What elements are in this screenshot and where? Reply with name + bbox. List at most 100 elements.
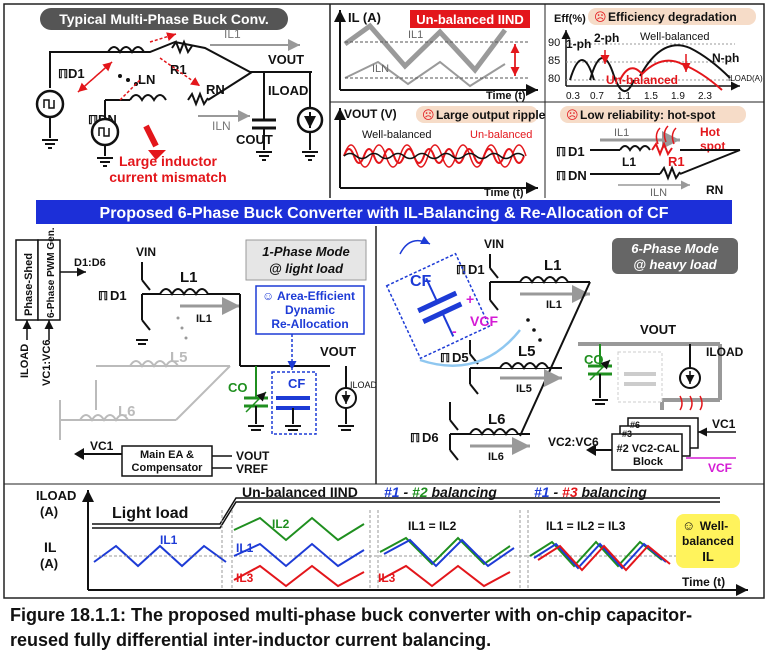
- panel-efficiency: Eff(%) ☹ Efficiency degradation 90 85 80…: [548, 8, 763, 102]
- b-eq12: IL1 = IL2: [408, 519, 457, 533]
- mode6-line2: @ heavy load: [633, 257, 718, 272]
- eff-axis-label: Eff(%): [554, 13, 586, 25]
- warning-arrow-icon: [143, 124, 159, 148]
- ea-vout-label: VOUT: [236, 449, 270, 463]
- r1-label: R1: [170, 62, 187, 77]
- b-iload-unit: (A): [40, 504, 58, 519]
- ml-l5-label: L5: [170, 349, 188, 366]
- ml-d1-label: D1: [110, 288, 127, 303]
- mr-d1-label: D1: [468, 262, 485, 277]
- xtick-1: 0.7: [590, 91, 604, 102]
- il-axis-label: IL (A): [348, 10, 381, 25]
- ytick-80: 80: [548, 73, 560, 85]
- ripple-sad-icon: ☹: [422, 108, 435, 122]
- top-iln-label: ILN: [372, 63, 389, 75]
- b-il3: IL3: [236, 571, 254, 585]
- nph-label: N-ph: [712, 51, 739, 65]
- cout-label: COUT: [236, 132, 273, 147]
- ml-l6-label: L6: [118, 403, 136, 420]
- well-balanced-badge: [676, 514, 740, 568]
- hotspot-badge-text: Low reliability: hot-spot: [580, 108, 715, 122]
- panel-1phase-mode: Phase-Shed 6-Phase PWM Gen. D1:D6 ILOAD …: [15, 227, 378, 477]
- b-unbalanced-label: Un-balanced IIND: [242, 484, 358, 500]
- hotspot-sad-icon: ☹: [566, 108, 579, 122]
- ea-line1: Main EA &: [140, 449, 194, 461]
- mr-il1-label: IL1: [546, 299, 562, 311]
- panel-il-unbalanced: IL (A) Un-balanced IIND IL1 ILN Time (t): [334, 10, 538, 102]
- ytick-85: 85: [548, 55, 560, 67]
- b-il1-b: IL1: [236, 541, 254, 555]
- figure-caption: Figure 18.1.1: The proposed multi-phase …: [10, 603, 762, 653]
- mr-vout-label: VOUT: [640, 322, 676, 337]
- ml-iload-label: ILOAD: [350, 380, 378, 390]
- hs-r1-label: R1: [668, 154, 685, 169]
- panel-hotspot: ☹ Low reliability: hot-spot IL1 ILN ℿ D1…: [556, 106, 746, 199]
- phase-shed-label: Phase-Shed: [23, 253, 35, 316]
- title-badge: [40, 8, 288, 30]
- cf-dashed-box: [271, 371, 317, 435]
- ml-vc1-label: VC1: [90, 439, 114, 453]
- mr-d5-label: D5: [452, 350, 469, 365]
- banner-text: Proposed 6-Phase Buck Converter with IL-…: [100, 205, 669, 222]
- mr-il6-label: IL6: [488, 451, 504, 463]
- mr-vc1-label: VC1: [712, 417, 736, 431]
- vout-well-label: Well-balanced: [362, 129, 432, 141]
- eff-x-axis: ILOAD(A): [728, 74, 763, 83]
- mr-vcf-in-label: VCF: [708, 461, 732, 475]
- svg-text:ℿ: ℿ: [440, 351, 450, 365]
- svg-text:-: -: [452, 323, 457, 339]
- outer-frame: [3, 3, 765, 599]
- svg-text:ℿ: ℿ: [556, 145, 566, 159]
- svg-text:ℿ: ℿ: [410, 431, 420, 445]
- mr-l5-label: L5: [518, 343, 536, 360]
- eff-badge-text: Efficiency degradation: [608, 10, 737, 24]
- hs-iln-label: ILN: [650, 187, 667, 199]
- d1-source-icon: [35, 89, 65, 119]
- ea-line2: Compensator: [132, 462, 204, 474]
- warn-line1: Large inductor: [119, 153, 218, 169]
- mr-co-label: CO: [584, 352, 604, 367]
- xtick-2: 1.1: [617, 91, 631, 102]
- ml-l1-label: L1: [180, 269, 198, 286]
- mr-iload-label: ILOAD: [706, 345, 744, 359]
- il1-label: IL1: [224, 27, 241, 41]
- mode1-line2: @ light load: [269, 261, 344, 276]
- light-load-label: Light load: [112, 505, 188, 522]
- vout-unbal-label: Un-balanced: [470, 129, 532, 141]
- eff-badge: [588, 8, 756, 25]
- mr-d6-label: D6: [422, 430, 439, 445]
- ml-cf-label: CF: [288, 376, 305, 391]
- top-il1-label: IL1: [408, 29, 423, 41]
- hs-l1-label: L1: [622, 155, 636, 169]
- d1d6-label: D1:D6: [74, 257, 106, 269]
- ripple-badge-text: Large output ripple: [436, 108, 546, 122]
- b-time-label: Time (t): [682, 575, 725, 589]
- xtick-4: 1.9: [671, 91, 685, 102]
- eff-well-label: Well-balanced: [640, 31, 710, 43]
- b-il3-b: IL3: [378, 571, 396, 585]
- ml-vin-label: VIN: [136, 245, 156, 259]
- hs-rn-label: RN: [706, 183, 723, 197]
- vc1vc6-label: VC1:VC6: [41, 340, 53, 386]
- area-line3: Re-Allocation: [271, 317, 348, 331]
- svg-text:ℿ: ℿ: [456, 263, 466, 277]
- cal-line1: #2 VC2-CAL: [617, 443, 680, 455]
- vout-time-label: Time (t): [484, 187, 524, 199]
- well-line3: IL: [702, 549, 714, 564]
- cal-block: [611, 433, 683, 471]
- panel-balancing-waveforms: ILOAD (A) Light load Un-balanced IIND #1…: [36, 484, 748, 596]
- well-line1: Well-: [700, 519, 728, 533]
- iln-label: ILN: [212, 119, 231, 133]
- unbalanced-badge: [410, 10, 530, 28]
- well-line2: balanced: [682, 534, 734, 548]
- b-il-axis: IL: [44, 539, 57, 555]
- typical-title: Typical Multi-Phase Buck Conv.: [59, 11, 269, 27]
- mr-cf-label: CF: [410, 273, 432, 290]
- area-line2: Dynamic: [285, 303, 335, 317]
- mr-vcf-label: VCF: [470, 313, 498, 329]
- smile-icon: ☺: [262, 289, 274, 303]
- cal-line2: Block: [633, 456, 664, 468]
- panel-typical-buck: Typical Multi-Phase Buck Conv. IL1 R1 LN…: [35, 8, 324, 185]
- ea-vref-label: VREF: [236, 462, 268, 476]
